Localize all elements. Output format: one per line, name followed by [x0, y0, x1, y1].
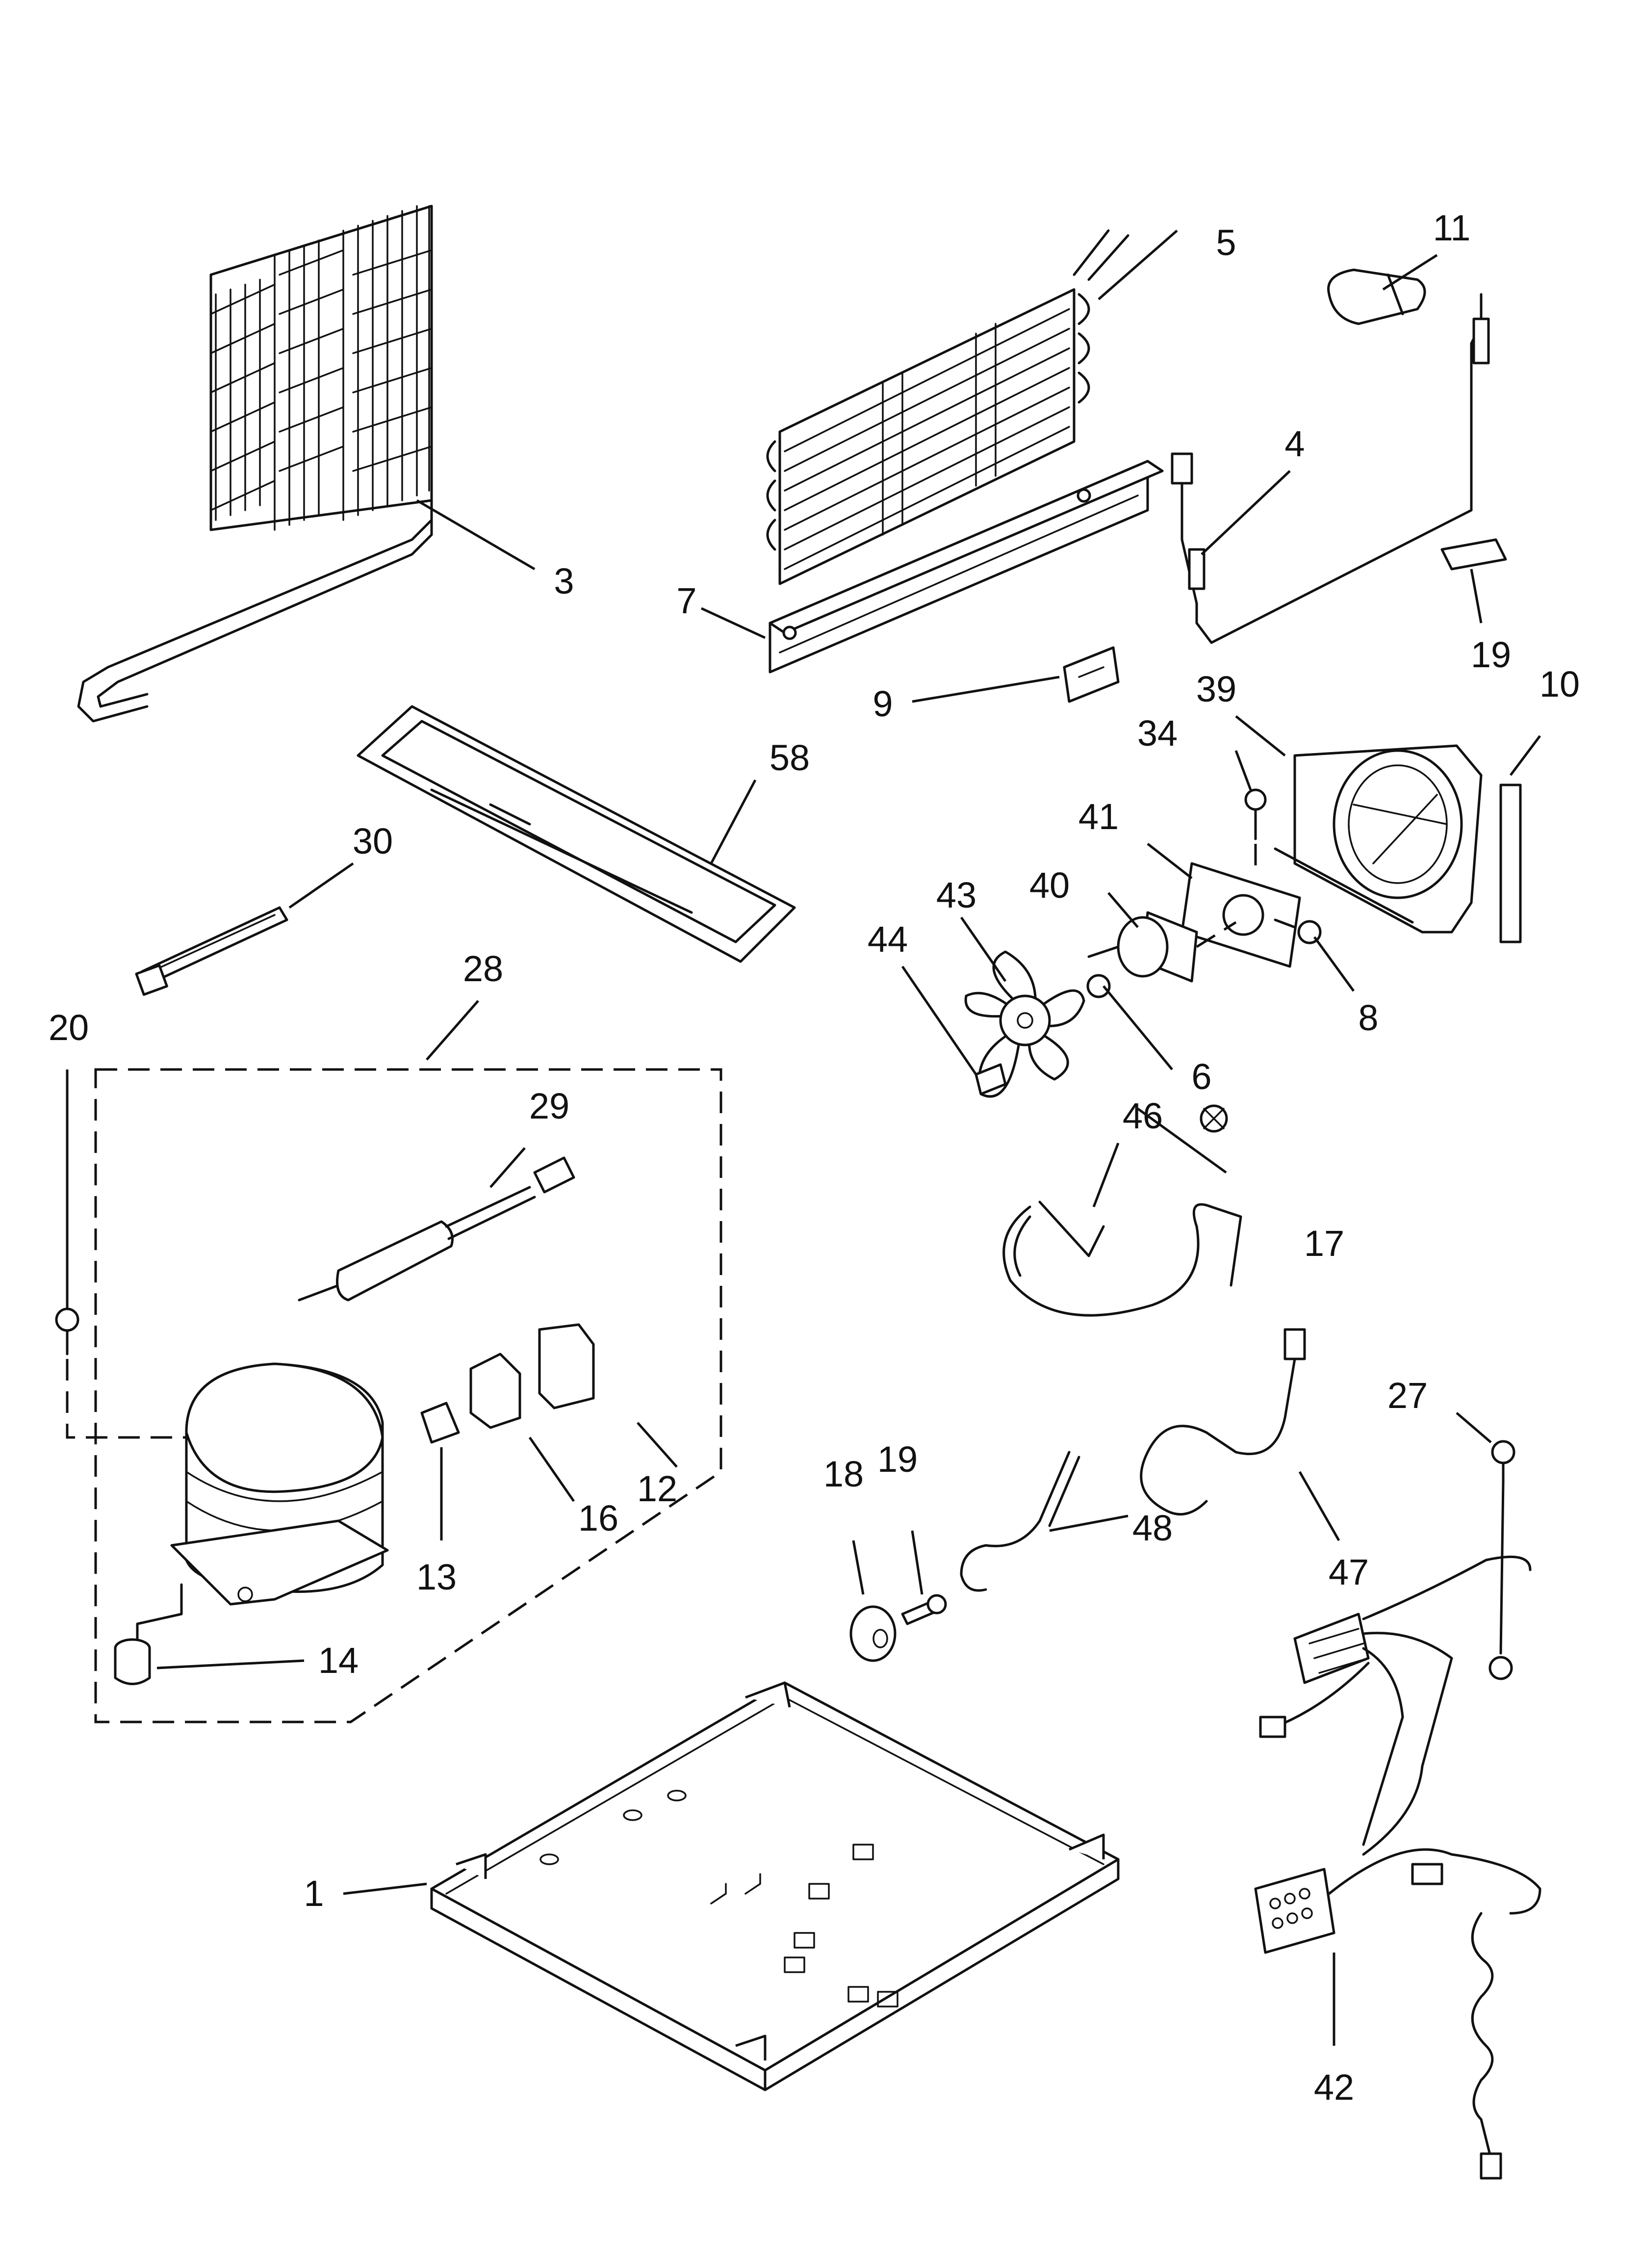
- callout-10: 10: [1539, 664, 1580, 704]
- callout-9: 9: [872, 683, 893, 724]
- callout-30: 30: [353, 821, 393, 861]
- callout-13: 13: [416, 1557, 457, 1597]
- callout-7: 7: [676, 580, 696, 621]
- callout-12: 12: [637, 1468, 677, 1509]
- motor-screw: [1086, 974, 1111, 998]
- ground-screw: [1488, 1440, 1515, 1680]
- callout-1: 1: [304, 1873, 324, 1914]
- drain-tube-clip: [1200, 1104, 1228, 1133]
- fan-shroud: [1274, 744, 1483, 934]
- callout-44: 44: [868, 919, 908, 960]
- callout-34: 34: [1137, 713, 1178, 754]
- callout-58: 58: [770, 737, 810, 778]
- overload: [538, 1323, 595, 1409]
- drain-hose: [1002, 1200, 1242, 1317]
- callout-47: 47: [1329, 1552, 1369, 1592]
- screw-20: [55, 1307, 79, 1356]
- wire-clip: [1440, 538, 1507, 571]
- callout-14: 14: [318, 1640, 359, 1681]
- compressor: [66, 1359, 389, 1606]
- callout-42: 42: [1314, 2067, 1354, 2108]
- callout-4: 4: [1284, 423, 1305, 464]
- callout-5: 5: [1216, 222, 1236, 263]
- callout-17: 18: [823, 1454, 864, 1494]
- terminal-cover: [420, 1402, 460, 1444]
- start-relay: [469, 1353, 521, 1429]
- base-pan: [430, 1681, 1120, 2091]
- drain-pan: [357, 705, 796, 963]
- callout-16: 17: [1304, 1223, 1344, 1264]
- callout-8: 8: [1358, 997, 1378, 1038]
- condenser-coil: [77, 205, 433, 723]
- seal-strip: [1499, 783, 1522, 943]
- thermistor-cover: [1327, 268, 1426, 325]
- tube-47: [1140, 1328, 1306, 1516]
- callout-28: 28: [463, 948, 503, 989]
- callout-19: 19: [1471, 634, 1511, 675]
- defrost-heater-pan: [769, 460, 1164, 674]
- callout-11: 11: [1433, 208, 1471, 248]
- evaporator-clip: [1063, 646, 1120, 703]
- callout-20: 20: [49, 1007, 89, 1048]
- motor-bracket: [1180, 862, 1301, 968]
- callout-48: 48: [1132, 1508, 1173, 1548]
- callout-15: 16: [578, 1498, 618, 1538]
- callout-27: 27: [1387, 1375, 1428, 1416]
- compressor-kit-boundary: [94, 1068, 722, 1723]
- grommet: [114, 1583, 183, 1685]
- cable-tie: [135, 906, 288, 996]
- drier: [298, 1156, 575, 1302]
- callout-3: 3: [554, 561, 574, 601]
- callout-6: 6: [1191, 1056, 1211, 1097]
- leader-lines: [66, 230, 1541, 2046]
- fan-clip: [975, 1063, 1007, 1095]
- callout-41: 41: [1078, 796, 1119, 837]
- fan-motor: [1087, 911, 1237, 983]
- callout-29: 29: [529, 1086, 569, 1126]
- tube-48: [960, 1451, 1080, 1592]
- callout-labels: 3 5 11 4 7 9 19 10 39 34 58 41 40 43 44 …: [49, 208, 1580, 2108]
- thermistor: [1171, 293, 1490, 644]
- callout-18: 19: [877, 1439, 918, 1480]
- roller-axle: [901, 1594, 947, 1625]
- shroud-screw: [1244, 788, 1267, 873]
- wire-harness: [1254, 1555, 1541, 2180]
- roller: [849, 1605, 897, 1662]
- callout-40: 40: [1029, 865, 1070, 906]
- evaporator: [766, 229, 1129, 585]
- callout-39: 39: [1196, 669, 1236, 709]
- callout-46: 46: [1123, 1095, 1163, 1136]
- callout-43: 43: [936, 875, 976, 915]
